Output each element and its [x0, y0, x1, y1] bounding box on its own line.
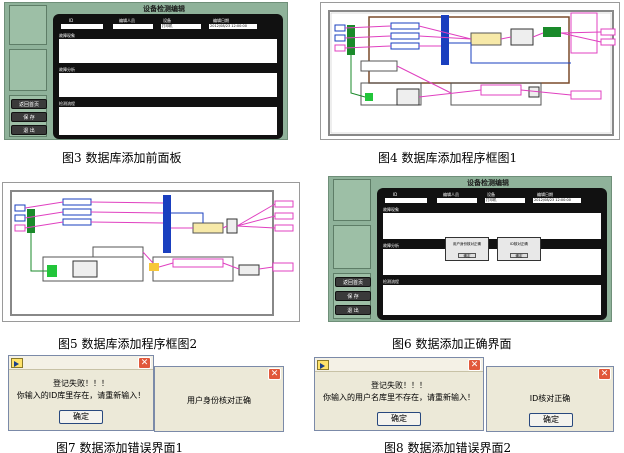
- error-line2: 你输入的ID库里存在，请重新输入！: [16, 391, 146, 400]
- edit-board: ID 编辑人员 设备 编辑日期 打印机 2012/08/23 12:00:00 …: [53, 14, 283, 139]
- ok-button[interactable]: 确定: [458, 253, 476, 258]
- device-field[interactable]: 打印机: [485, 198, 525, 203]
- editor-field[interactable]: [437, 198, 477, 203]
- info-dialog-fig7: ✕ 用户身份核对正确: [154, 366, 284, 432]
- block-diagram-fig4: [320, 2, 620, 140]
- dialog-titlebar: ✕: [315, 358, 483, 372]
- dialog-titlebar: ✕: [487, 367, 613, 381]
- close-icon[interactable]: ✕: [268, 368, 281, 380]
- analysis-area[interactable]: [59, 73, 277, 97]
- date-field[interactable]: 2012/08/23 12:00:00: [209, 24, 257, 29]
- panel-title: 设备检测编辑: [143, 4, 185, 13]
- section-analysis-label: 故障分析: [59, 67, 75, 72]
- header-device: 设备: [487, 192, 495, 197]
- section-symptom-label: 故障现象: [59, 33, 75, 38]
- date-field[interactable]: 2012/08/23 12:00:00: [533, 198, 581, 203]
- side-panel-middle: [9, 49, 47, 91]
- section-analysis-label: 故障分析: [383, 243, 399, 248]
- close-icon[interactable]: ✕: [138, 357, 151, 369]
- caption-fig7: 图7 数据添加错误界面1: [56, 441, 184, 453]
- header-id: ID: [69, 18, 74, 23]
- dialog-message: ID核对正确: [510, 242, 528, 246]
- id-field[interactable]: [385, 198, 427, 203]
- error-line2: 你输入的用户名库里不存在，请重新输入！: [323, 393, 475, 402]
- labview-icon: [11, 358, 23, 368]
- block-diagram-fig5: [2, 182, 300, 322]
- ok-button[interactable]: 确定: [59, 410, 103, 424]
- process-area[interactable]: [59, 107, 277, 135]
- exit-button[interactable]: 退 出: [335, 305, 371, 315]
- header-editor: 编辑人员: [119, 18, 135, 23]
- exit-button[interactable]: 退 出: [11, 125, 47, 135]
- return-home-button[interactable]: 返回首页: [11, 99, 47, 109]
- panel-title: 设备检测编辑: [467, 178, 509, 187]
- error-dialog-fig7: ✕ 登记失败！！！ 你输入的ID库里存在，请重新输入！ 确定: [8, 355, 154, 431]
- save-button[interactable]: 保 存: [11, 112, 47, 122]
- labview-icon: [317, 360, 329, 370]
- error-line1: 登记失败！！！: [53, 379, 109, 388]
- info-dialog-fig8: ✕ ID核对正确 确定: [486, 366, 614, 432]
- edit-board: ID 编辑人员 设备 编辑日期 打印机 2012/08/23 12:00:00 …: [377, 188, 607, 320]
- header-device: 设备: [163, 18, 171, 23]
- section-process-label: 检测流程: [59, 101, 75, 106]
- dialog-message: 用户身份核对正确: [453, 242, 481, 246]
- analysis-area[interactable]: [383, 249, 601, 275]
- caption-fig3: 图3 数据库添加前面板: [62, 151, 182, 165]
- error-dialog-fig8: ✕ 登记失败！！！ 你输入的用户名库里不存在，请重新输入！ 确定: [314, 357, 484, 431]
- process-area[interactable]: [383, 285, 601, 315]
- section-symptom-label: 故障现象: [383, 207, 399, 212]
- caption-fig6: 图6 数据添加正确界面: [392, 337, 512, 351]
- error-line1: 登记失败！！！: [371, 381, 427, 390]
- front-panel-fig6: 返回首页 保 存 退 出 设备检测编辑 ID 编辑人员 设备 编辑日期 打印机 …: [328, 176, 612, 322]
- success-dialog-right: ID核对正确 确定: [497, 237, 541, 261]
- block-diagram-2-svg: [10, 190, 294, 316]
- info-message: 用户身份核对正确: [187, 396, 251, 405]
- block-diagram-1-svg: [328, 10, 616, 136]
- header-editor: 编辑人员: [443, 192, 459, 197]
- side-panel-top: [9, 5, 47, 45]
- ok-button[interactable]: 确定: [510, 253, 528, 258]
- close-icon[interactable]: ✕: [598, 368, 611, 380]
- dialog-titlebar: ✕: [155, 367, 283, 381]
- header-date: 编辑日期: [213, 18, 229, 23]
- symptom-area[interactable]: [383, 213, 601, 239]
- symptom-area[interactable]: [59, 39, 277, 63]
- close-icon[interactable]: ✕: [468, 359, 481, 371]
- section-process-label: 检测流程: [383, 279, 399, 284]
- editor-field[interactable]: [113, 24, 153, 29]
- side-panel-middle: [333, 225, 371, 269]
- side-panel-top: [333, 179, 371, 221]
- info-message: ID核对正确: [529, 394, 571, 403]
- id-field[interactable]: [61, 24, 103, 29]
- success-dialog-left: 用户身份核对正确 确定: [445, 237, 489, 261]
- caption-fig5: 图5 数据库添加程序框图2: [58, 337, 198, 351]
- device-field[interactable]: 打印机: [161, 24, 201, 29]
- return-home-button[interactable]: 返回首页: [335, 277, 371, 287]
- header-date: 编辑日期: [537, 192, 553, 197]
- header-id: ID: [393, 192, 398, 197]
- caption-fig4: 图4 数据库添加程序框图1: [378, 151, 518, 165]
- dialog-titlebar: ✕: [9, 356, 153, 370]
- ok-button[interactable]: 确定: [529, 413, 573, 427]
- caption-fig8: 图8 数据添加错误界面2: [384, 441, 512, 453]
- front-panel-fig3: 返回首页 保 存 退 出 设备检测编辑 ID 编辑人员 设备 编辑日期 打印机 …: [4, 2, 288, 140]
- ok-button[interactable]: 确定: [377, 412, 421, 426]
- save-button[interactable]: 保 存: [335, 291, 371, 301]
